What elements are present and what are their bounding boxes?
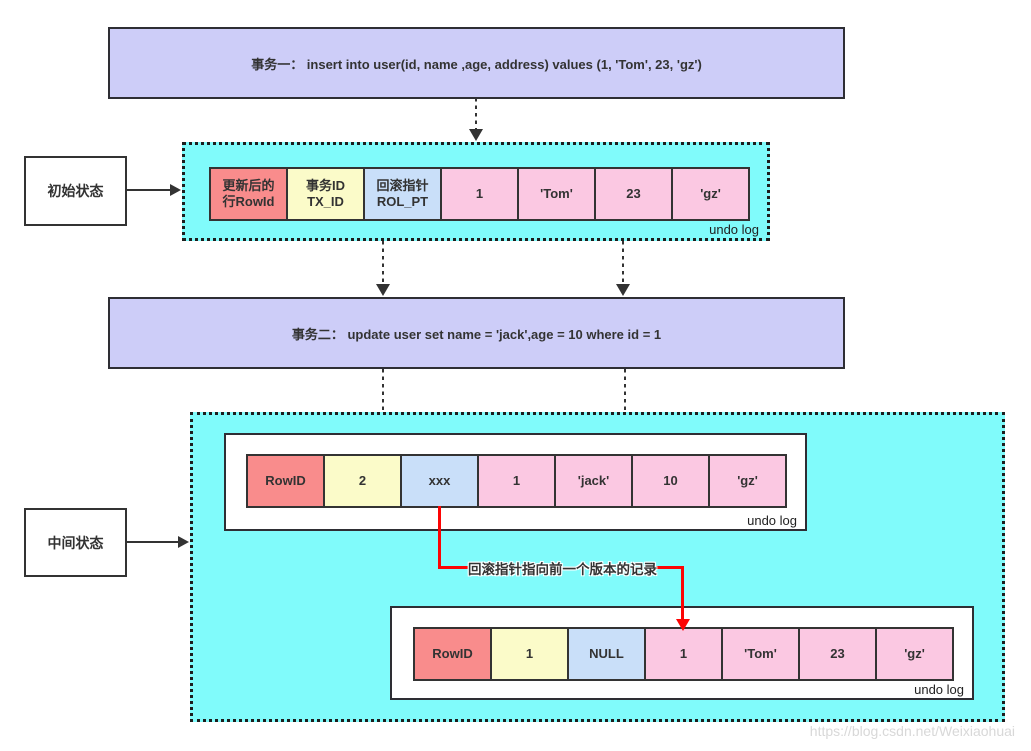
record-cell: 更新后的 行RowId [211,169,288,219]
intermediate-state-box: 中间状态 [24,508,127,577]
initial-state-box: 初始状态 [24,156,127,226]
intermediate-state-label: 中间状态 [47,534,104,551]
record-cell: 'jack' [556,456,633,506]
rollback-pointer-line-v1 [438,506,441,568]
dotted-line [623,369,627,416]
transaction2-box: 事务二： update user set name = 'jack',age =… [108,297,845,369]
arrow-intermediate-to-container [127,535,189,549]
record-cell: 'Tom' [519,169,596,219]
record-cell: RowID [248,456,325,506]
dotted-arrow-initial-to-tx2-left [375,241,391,296]
watermark: https://blog.csdn.net/Weixiaohuai [809,723,1015,739]
record-cell: 2 [325,456,402,506]
arrow-initial-to-undolog [127,183,181,197]
record-cell: 23 [800,629,877,679]
rollback-arrow-down-icon [675,619,690,631]
rollback-pointer-line-h1 [438,566,468,569]
record-cell: 'Tom' [723,629,800,679]
record-cell: 1 [492,629,569,679]
dotted-line [381,241,385,284]
record-cell: RowID [415,629,492,679]
record-cell: 事务ID TX_ID [288,169,365,219]
record-cell: 'gz' [710,456,785,506]
dotted-line [474,98,478,129]
record-cell: 23 [596,169,673,219]
record-cell: 1 [646,629,723,679]
rollback-pointer-note: 回滚指针指向前一个版本的记录 [468,562,657,577]
arrow-down-icon [376,284,390,296]
record-cell: 'gz' [877,629,952,679]
record-cell: 'gz' [673,169,748,219]
rollback-pointer-line-v2 [681,566,684,619]
dotted-line [621,241,625,284]
arrow-down-icon [469,129,483,141]
undo-log-label: undo log [914,682,964,697]
record-cell: 回滚指针 ROL_PT [365,169,442,219]
initial-state-label: 初始状态 [47,183,104,199]
record-cell: 10 [633,456,710,506]
record-cell: NULL [569,629,646,679]
record-cell: 1 [479,456,556,506]
record-cell: xxx [402,456,479,506]
dotted-arrow-tx1-to-initial [468,98,484,141]
dotted-line [381,369,385,416]
solid-line [127,188,170,192]
arrow-right-icon [178,536,189,548]
transaction1-label: 事务一： insert into user(id, name ,age, add… [251,56,702,72]
transaction2-label: 事务二： update user set name = 'jack',age =… [291,326,662,342]
dotted-arrow-initial-to-tx2-right [615,241,631,296]
undo-log-label: undo log [747,513,797,528]
arrow-right-icon [170,184,181,196]
solid-line [127,540,178,544]
transaction1-box: 事务一： insert into user(id, name ,age, add… [108,27,845,99]
rollback-pointer-line-h2 [652,566,683,569]
arrow-down-icon [616,284,630,296]
undo-log-label: undo log [709,222,759,237]
record-cell: 1 [442,169,519,219]
